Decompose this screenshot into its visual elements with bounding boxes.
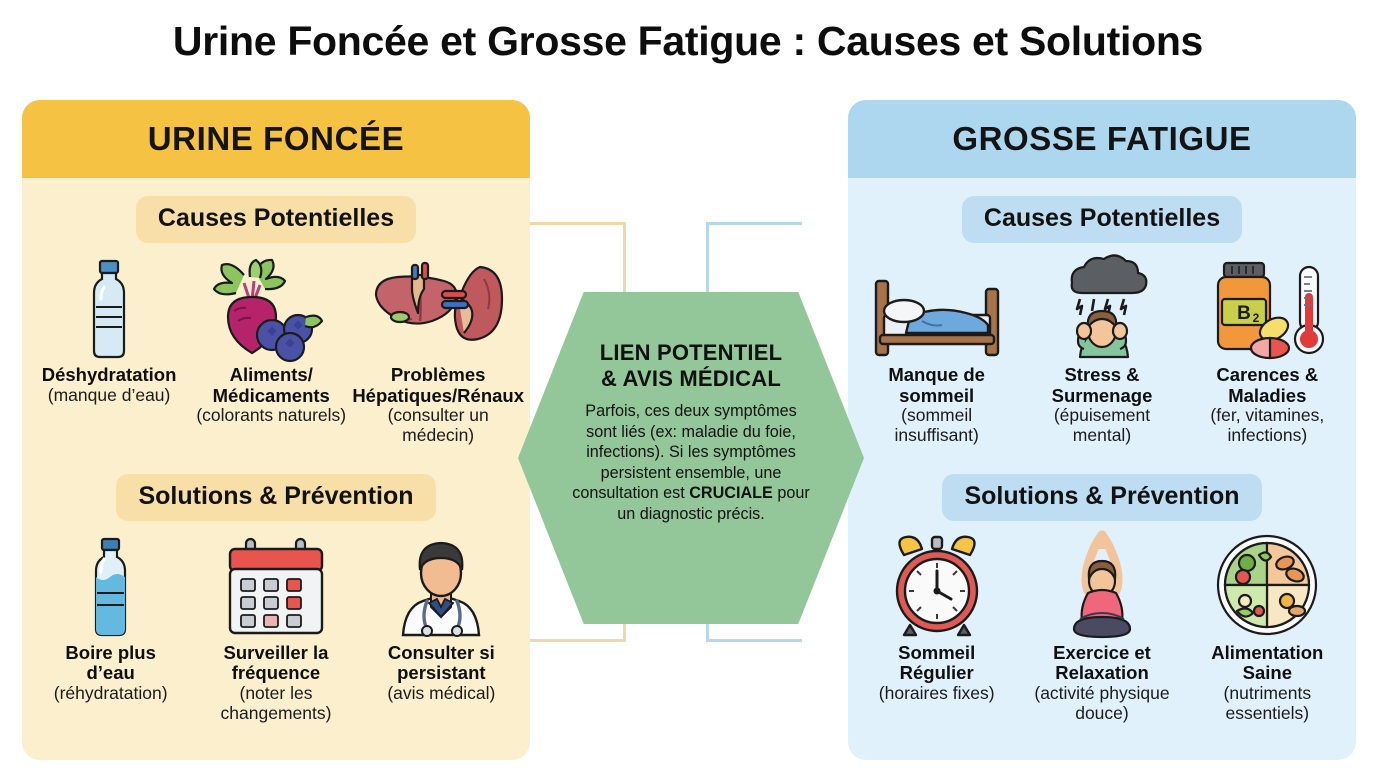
item-sublabel: (avis médical)	[387, 683, 496, 704]
item-sublabel: (réhydratation)	[53, 683, 168, 704]
hexagon-body-emphasis: CRUCIALE	[689, 484, 773, 503]
center-link-hexagon: LIEN POTENTIEL& AVIS MÉDICAL Parfois, ce…	[518, 292, 864, 624]
alarm-clock-icon	[886, 533, 988, 637]
panel-grosse-fatigue: GROSSE FATIGUE Causes Potentielles	[848, 100, 1356, 760]
hexagon-title: LIEN POTENTIEL& AVIS MÉDICAL	[599, 340, 783, 391]
item-dehydration[interactable]: Déshydratation (manque d’eau)	[28, 255, 190, 446]
item-label: Stress &Surmenage	[1051, 364, 1153, 406]
item-label: Carences &Maladies	[1216, 364, 1319, 406]
hexagon-body: Parfois, ces deux symptômes sont liés (e…	[568, 401, 814, 524]
left-solutions-heading: Solutions & Prévention	[116, 473, 436, 521]
item-foods-medications[interactable]: Aliments/Médicaments (colorants naturels…	[190, 255, 352, 446]
panel-right-header: GROSSE FATIGUE	[848, 100, 1356, 178]
panel-left-header: URINE FONCÉE	[22, 100, 530, 178]
water-bottle-icon	[78, 255, 140, 359]
stress-cloud-icon	[1050, 254, 1154, 359]
left-causes-row: Déshydratation (manque d’eau)	[22, 255, 530, 446]
right-solutions-heading: Solutions & Prévention	[942, 473, 1262, 521]
item-sublabel: (horaires fixes)	[878, 683, 995, 704]
hexagon-body-before: Parfois, ces deux symptômes sont liés (e…	[572, 402, 797, 503]
item-label: Aliments/Médicaments	[212, 364, 330, 406]
calendar-icon	[224, 533, 328, 637]
doctor-icon	[391, 533, 491, 637]
item-deficiencies-illnesses[interactable]: B 2	[1185, 255, 1350, 446]
item-sublabel: (colorants naturels)	[196, 405, 347, 426]
svg-text:2: 2	[1253, 311, 1260, 325]
item-label: Déshydratation	[41, 364, 177, 385]
right-causes-heading: Causes Potentielles	[961, 196, 1243, 243]
vitamin-thermometer-icon: B 2	[1204, 255, 1330, 360]
water-bottle-filled-icon	[82, 533, 140, 637]
yoga-icon	[1054, 530, 1150, 638]
item-sublabel: (manque d’eau)	[47, 384, 171, 405]
beet-berries-icon	[210, 255, 332, 363]
item-sublabel: (fer, vitamines,infections)	[1210, 405, 1325, 446]
liver-kidney-icon	[368, 255, 508, 359]
bed-icon	[870, 255, 1004, 359]
svg-text:B: B	[1237, 303, 1251, 324]
panel-urine-foncee: URINE FONCÉE Causes Potentielles Déshydr…	[22, 100, 530, 760]
page-title: Urine Foncée et Grosse Fatigue : Causes …	[172, 18, 1204, 64]
hexagon-body-after: pour un diagnostic précis.	[617, 484, 810, 523]
left-causes-heading: Causes Potentielles	[135, 196, 417, 243]
healthy-plate-icon	[1215, 533, 1319, 637]
